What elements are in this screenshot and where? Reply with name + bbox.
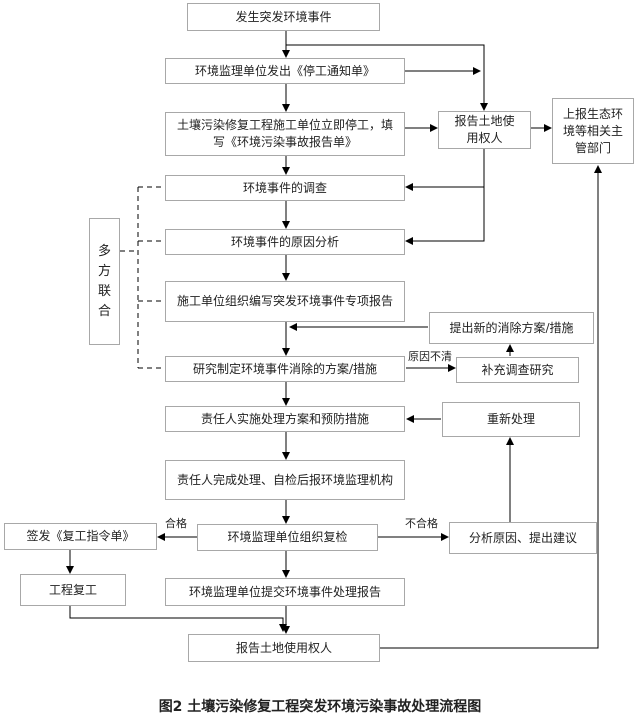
box-special-report: 施工单位组织编写突发环境事件专项报告 [165,281,405,322]
box-recheck: 环境监理单位组织复检 [197,524,378,551]
arrow-resume-b12 [69,606,287,632]
box-multi-party: 多方联合 [89,218,120,345]
box-analysis-suggestions: 分析原因、提出建议 [449,522,597,554]
box-investigation: 环境事件的调查 [165,175,405,201]
box-resume-order: 签发《复工指令单》 [4,523,157,550]
box-cause-analysis: 环境事件的原因分析 [165,229,405,255]
box-self-check: 责任人完成处理、自检后报环境监理机构 [165,460,405,500]
box-report-authorities: 上报生态环境等相关主管部门 [552,98,634,164]
arrow-b1-report [286,44,488,111]
arrow-report-b4 [405,149,485,191]
box-report-land-user: 报告土地使用权人 [438,111,531,149]
box-implement-measures: 责任人实施处理方案和预防措施 [165,406,405,432]
figure-caption: 图2 土壤污染修复工程突发环境污染事故处理流程图 [158,699,482,715]
label-pass: 合格 [165,517,187,530]
box-event-occurs: 发生突发环境事件 [187,3,380,31]
box-work-resume: 工程复工 [20,574,126,606]
box-new-measures: 提出新的消除方案/措施 [429,312,594,344]
box-supplementary-study: 补充调查研究 [456,357,579,383]
box-final-report-land-user: 报告土地使用权人 [188,634,380,662]
box-stop-notice: 环境监理单位发出《停工通知单》 [165,58,405,84]
arrow-b12-upper [380,165,602,649]
arrow-report-b5 [405,187,485,245]
box-develop-measures: 研究制定环境事件消除的方案/措施 [165,356,405,382]
label-fail: 不合格 [405,517,438,530]
label-cause-unclear: 原因不清 [408,350,452,363]
box-reprocess: 重新处理 [442,402,580,437]
box-submit-report: 环境监理单位提交环境事件处理报告 [165,578,405,606]
box-stop-work-report: 土壤污染修复工程施工单位立即停工，填写《环境污染事故报告单》 [165,112,405,156]
